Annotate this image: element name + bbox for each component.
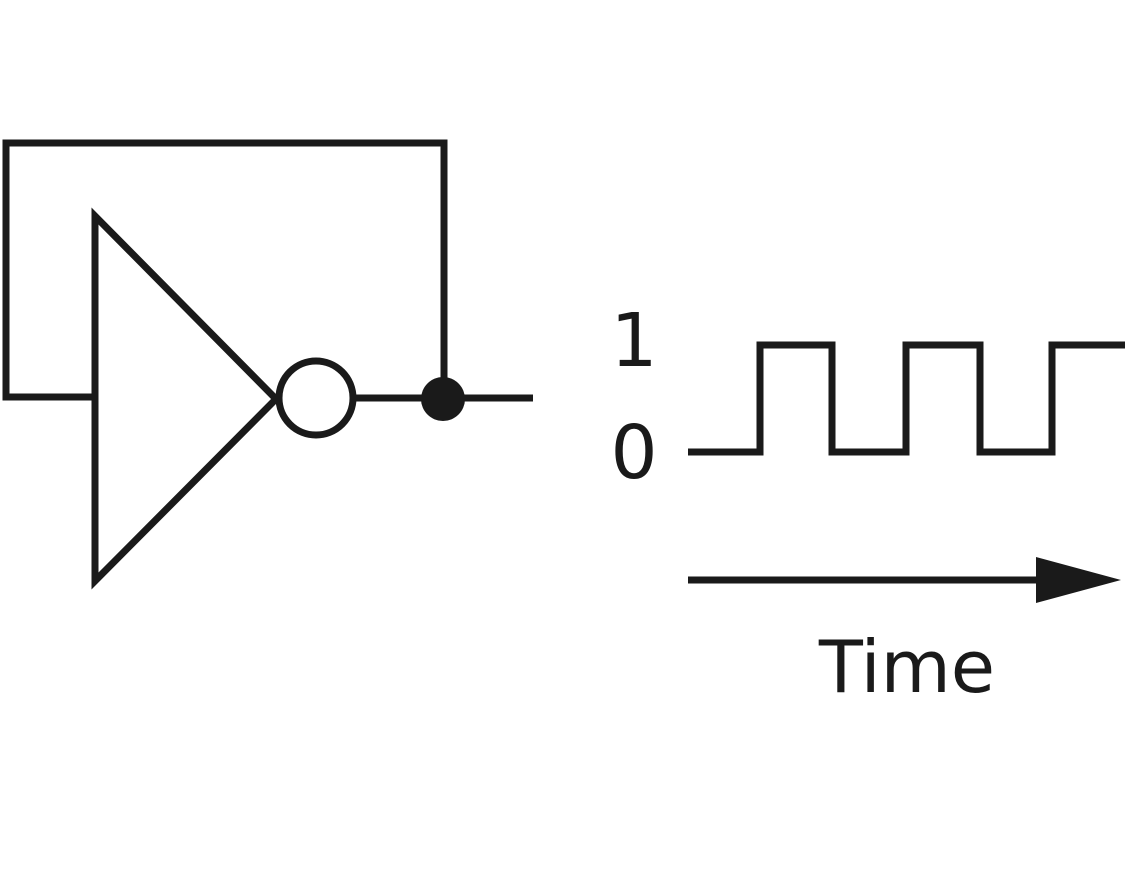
feedback-wire [2,139,448,401]
time-label: Time [818,625,995,709]
inverter-bubble [275,357,357,439]
inverter-body [91,207,281,590]
high-level-label: 1 [610,298,657,384]
junction-node [421,377,465,421]
square-wave [688,341,1125,456]
arrowhead-icon [1036,557,1121,603]
low-level-label: 0 [610,410,657,496]
